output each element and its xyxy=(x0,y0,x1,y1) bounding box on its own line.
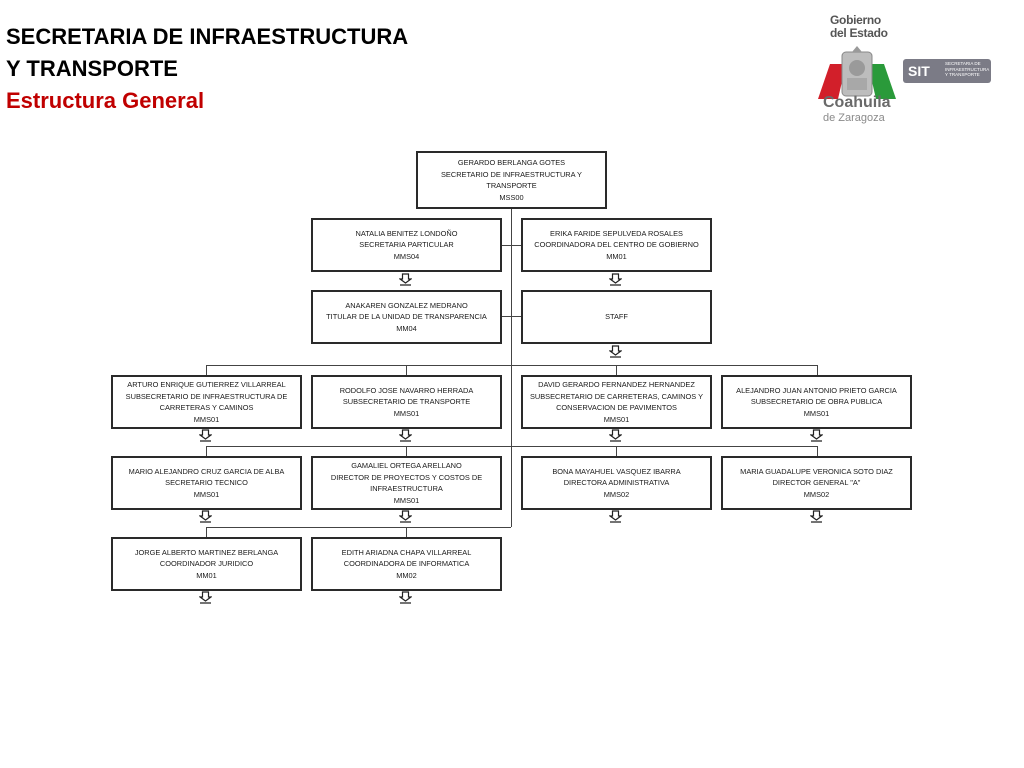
expand-down-icon[interactable] xyxy=(810,429,823,442)
org-box-row2-4[interactable]: MARIA GUADALUPE VERONICA SOTO DIAZ DIREC… xyxy=(721,456,912,510)
expand-down-icon[interactable] xyxy=(810,510,823,523)
employee-name: NATALIA BENITEZ LONDOÑO xyxy=(355,228,458,238)
connector-row2-drop-4 xyxy=(817,446,818,456)
coahuila-wordmark: Coahuila xyxy=(823,94,891,111)
org-box-staff[interactable]: STAFF xyxy=(521,290,712,344)
employee-position: SUBSECRETARIO DE OBRA PUBLICA xyxy=(750,397,883,407)
employee-code: MMS02 xyxy=(803,489,830,499)
employee-code: MMS01 xyxy=(193,489,220,499)
expand-down-icon[interactable] xyxy=(399,510,412,523)
employee-position: SUBSECRETARIO DE CARRETERAS, CAMINOS Y C… xyxy=(529,391,704,413)
page-title-line-1: SECRETARIA DE INFRAESTRUCTURA xyxy=(6,24,409,49)
employee-name: ANAKAREN GONZALEZ MEDRANO xyxy=(345,300,468,310)
employee-position: DIRECTORA ADMINISTRATIVA xyxy=(563,478,670,488)
employee-code: MMS01 xyxy=(603,414,630,424)
page-title-line-2: Y TRANSPORTE xyxy=(6,56,178,81)
connector-trunk xyxy=(511,208,512,527)
employee-code: MM01 xyxy=(196,570,217,580)
expand-down-icon[interactable] xyxy=(609,510,622,523)
government-logo: Gobierno del Estado SIT SECRETARIA DE IN… xyxy=(808,14,998,128)
connector-row1-drop-4 xyxy=(817,365,818,375)
connector-row1-drop-2 xyxy=(406,365,407,375)
org-box-row3-2[interactable]: EDITH ARIADNA CHAPA VILLARREAL COORDINAD… xyxy=(311,537,502,591)
sit-badge: SIT SECRETARIA DE INFRAESTRUCTURA Y TRAN… xyxy=(903,59,991,83)
employee-position: SUBSECRETARIO DE INFRAESTRUCTURA DE CARR… xyxy=(125,391,288,413)
employee-code: MMS04 xyxy=(393,251,420,261)
employee-code: MM01 xyxy=(606,251,627,261)
connector-row3-drop-2 xyxy=(406,527,407,537)
page-header: SECRETARIA DE INFRAESTRUCTURA Y TRANSPOR… xyxy=(6,21,408,117)
employee-code: MM04 xyxy=(396,323,417,333)
employee-code: MMS01 xyxy=(393,495,420,505)
expand-down-icon[interactable] xyxy=(399,273,412,286)
employee-position: TITULAR DE LA UNIDAD DE TRANSPARENCIA xyxy=(326,312,487,322)
connector-row2-bar xyxy=(206,446,817,447)
employee-name: ERIKA FARIDE SEPULVEDA ROSALES xyxy=(550,228,683,238)
employee-position: DIRECTOR DE PROYECTOS Y COSTOS DE INFRAE… xyxy=(330,472,483,494)
page-subtitle: Estructura General xyxy=(6,88,205,113)
employee-code: MMS01 xyxy=(193,414,220,424)
expand-down-icon[interactable] xyxy=(399,429,412,442)
org-box-row2-1[interactable]: MARIO ALEJANDRO CRUZ GARCIA DE ALBA SECR… xyxy=(111,456,302,510)
employee-name: MARIO ALEJANDRO CRUZ GARCIA DE ALBA xyxy=(128,466,285,476)
employee-name: JORGE ALBERTO MARTINEZ BERLANGA xyxy=(134,547,279,557)
employee-name: BONA MAYAHUEL VASQUEZ IBARRA xyxy=(552,466,681,476)
org-box-row1-2[interactable]: RODOLFO JOSE NAVARRO HERRADA SUBSECRETAR… xyxy=(311,375,502,429)
expand-down-icon[interactable] xyxy=(399,591,412,604)
employee-name: GAMALIEL ORTEGA ARELLANO xyxy=(351,461,462,470)
org-box-staff-right-1[interactable]: ERIKA FARIDE SEPULVEDA ROSALES COORDINAD… xyxy=(521,218,712,272)
org-box-staff-left-2[interactable]: ANAKAREN GONZALEZ MEDRANO TITULAR DE LA … xyxy=(311,290,502,344)
gobierno-wordmark: Gobierno del Estado xyxy=(830,13,888,40)
staff-label: STAFF xyxy=(605,312,628,322)
org-box-row1-1[interactable]: ARTURO ENRIQUE GUTIERREZ VILLARREAL SUBS… xyxy=(111,375,302,429)
connector-row2-drop-2 xyxy=(406,446,407,456)
employee-position: COORDINADORA DEL CENTRO DE GOBIERNO xyxy=(534,240,699,250)
employee-position: COORDINADORA DE INFORMATICA xyxy=(343,559,470,569)
org-box-row3-1[interactable]: JORGE ALBERTO MARTINEZ BERLANGA COORDINA… xyxy=(111,537,302,591)
employee-code: MM02 xyxy=(396,570,417,580)
expand-down-icon[interactable] xyxy=(609,429,622,442)
connector-staff-1 xyxy=(501,245,521,246)
employee-code: MMS01 xyxy=(393,408,420,418)
employee-name: DAVID GERARDO FERNANDEZ HERNANDEZ xyxy=(538,380,695,389)
connector-row1-drop-3 xyxy=(616,365,617,375)
org-box-row1-4[interactable]: ALEJANDRO JUAN ANTONIO PRIETO GARCIA SUB… xyxy=(721,375,912,429)
connector-row3-drop-1 xyxy=(206,527,207,537)
employee-position: SECRETARIO TECNICO xyxy=(165,478,248,488)
employee-name: GERARDO BERLANGA GOTES xyxy=(457,158,566,167)
employee-position: SECRETARIA PARTICULAR xyxy=(359,240,454,250)
connector-staff-2 xyxy=(501,316,521,317)
connector-row3-bar xyxy=(206,527,511,528)
org-box-row1-3[interactable]: DAVID GERARDO FERNANDEZ HERNANDEZ SUBSEC… xyxy=(521,375,712,429)
employee-name: EDITH ARIADNA CHAPA VILLARREAL xyxy=(341,547,472,557)
employee-position: DIRECTOR GENERAL "A" xyxy=(772,478,861,488)
employee-code: MSS00 xyxy=(499,192,524,202)
connector-row2-drop-3 xyxy=(616,446,617,456)
employee-position: COORDINADOR JURIDICO xyxy=(159,559,254,569)
org-box-root[interactable]: GERARDO BERLANGA GOTES SECRETARIO DE INF… xyxy=(416,151,607,209)
employee-position: SUBSECRETARIO DE TRANSPORTE xyxy=(342,397,471,407)
employee-code: MMS02 xyxy=(603,489,630,499)
connector-row1-bar xyxy=(206,365,817,366)
connector-row2-drop-1 xyxy=(206,446,207,456)
employee-name: ARTURO ENRIQUE GUTIERREZ VILLARREAL xyxy=(127,380,286,389)
employee-code: MMS01 xyxy=(803,408,830,418)
expand-down-icon[interactable] xyxy=(609,273,622,286)
employee-position: SECRETARIO DE INFRAESTRUCTURA Y TRANSPOR… xyxy=(441,169,582,191)
expand-down-icon[interactable] xyxy=(199,510,212,523)
employee-name: MARIA GUADALUPE VERONICA SOTO DIAZ xyxy=(740,466,893,476)
coahuila-crest-icon xyxy=(818,46,896,99)
employee-name: ALEJANDRO JUAN ANTONIO PRIETO GARCIA xyxy=(736,385,897,395)
expand-down-icon[interactable] xyxy=(609,345,622,358)
zaragoza-wordmark: de Zaragoza xyxy=(823,112,885,124)
employee-name: RODOLFO JOSE NAVARRO HERRADA xyxy=(339,385,474,395)
expand-down-icon[interactable] xyxy=(199,429,212,442)
org-box-staff-left-1[interactable]: NATALIA BENITEZ LONDOÑO SECRETARIA PARTI… xyxy=(311,218,502,272)
org-box-row2-3[interactable]: BONA MAYAHUEL VASQUEZ IBARRA DIRECTORA A… xyxy=(521,456,712,510)
expand-down-icon[interactable] xyxy=(199,591,212,604)
org-box-row2-2[interactable]: GAMALIEL ORTEGA ARELLANO DIRECTOR DE PRO… xyxy=(311,456,502,510)
connector-row1-drop-1 xyxy=(206,365,207,375)
